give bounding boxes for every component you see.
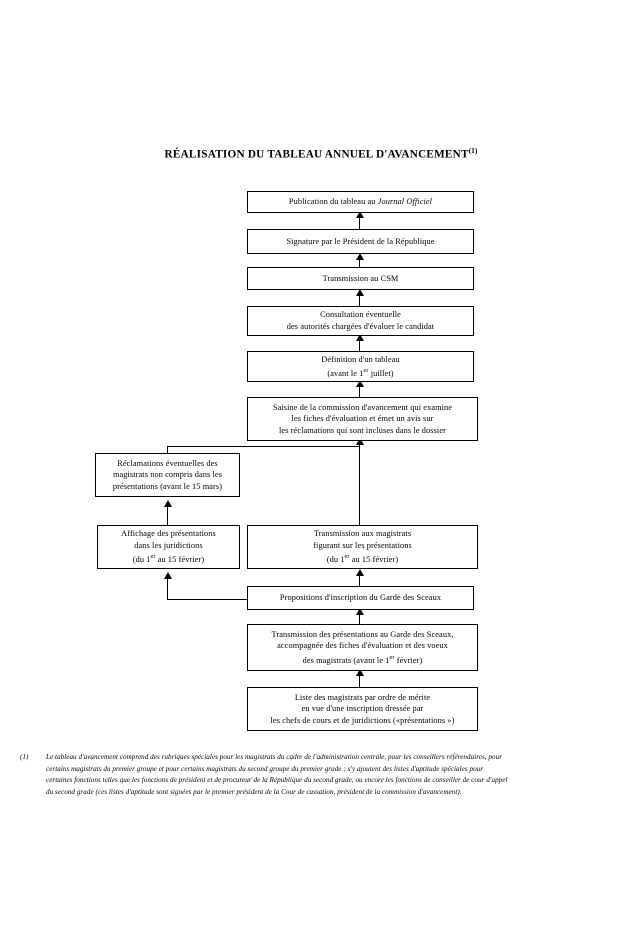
node-transmission-csm-line-1: Transmission au CSM	[322, 273, 399, 283]
node-liste-magistrats[interactable]: Liste des magistrats par ordre de mérite…	[247, 687, 478, 731]
node-definition-tableau-line-1: Définition d'un tableau	[321, 354, 400, 364]
connector-reclamations-riser	[167, 446, 168, 454]
node-transmission-csm[interactable]: Transmission au CSM	[247, 267, 474, 290]
journal-officiel-emphasis: Journal Officiel	[377, 197, 433, 207]
node-transmission-magistrats-line-1: Transmission aux magistrats	[313, 529, 412, 539]
node-reclamations-line-2: magistrats non compris dans les	[112, 470, 223, 480]
connector-transmission-presentations-to-propositions	[359, 610, 360, 624]
node-transmission-magistrats-line-3: (du 1er au 15 février)	[326, 553, 399, 565]
arrowhead-saisine	[356, 438, 364, 445]
node-transmission-presentations[interactable]: Transmission des présentations au Garde …	[247, 624, 478, 671]
arrowhead-definition	[356, 380, 364, 387]
node-transmission-presentations-line-2: accompagnée des fiches d'évaluation et d…	[277, 641, 448, 651]
footnote-line-2: certains magistrats du premier groupe et…	[46, 764, 484, 773]
node-definition-tableau-line-2: (avant le 1er juillet)	[327, 367, 394, 378]
page-title-footnote-marker: (1)	[468, 146, 478, 155]
connector-definition-to-consultation	[359, 336, 360, 352]
footnote-line-1: Le tableau d'avancement comprend des rub…	[46, 753, 503, 761]
arrowhead-csm	[356, 289, 364, 296]
connector-transmission-magistrats-to-saisine	[359, 441, 360, 525]
node-transmission-magistrats[interactable]: Transmission aux magistrats figurant sur…	[247, 525, 478, 569]
arrowhead-affichage	[164, 572, 172, 579]
node-transmission-magistrats-line-2: figurant sur les présentations	[313, 540, 412, 550]
node-affichage[interactable]: Affichage des présentations dans les jur…	[97, 525, 240, 569]
connector-signature-to-publication	[359, 212, 360, 230]
connector-liste-to-transmission-presentations	[359, 671, 360, 687]
connector-propositions-to-affichage	[167, 575, 168, 600]
footnote: (1) Le tableau d'avancement comprend des…	[20, 752, 626, 798]
node-saisine-line-1: Saisine de la commission d'avancement qu…	[272, 402, 453, 412]
node-affichage-line-1: Affichage des présentations	[121, 529, 216, 539]
node-saisine-line-3: les réclamations qui sont incluses dans …	[279, 425, 446, 435]
node-publication[interactable]: Publication du tableau au Journal Offici…	[247, 191, 474, 213]
arrowhead-transmission-magistrats	[356, 569, 364, 576]
node-reclamations-line-3: présentations (avant le 15 mars)	[112, 481, 223, 491]
node-reclamations[interactable]: Réclamations éventuelles des magistrats …	[95, 453, 240, 497]
node-affichage-line-3: (du 1er au 15 février)	[132, 553, 205, 565]
node-liste-magistrats-line-1: Liste des magistrats par ordre de mérite	[294, 692, 431, 702]
connector-csm-to-signature	[359, 254, 360, 272]
connector-affichage-to-reclamations	[167, 503, 168, 525]
connector-consultation-to-csm	[359, 290, 360, 308]
node-propositions-line-1: Propositions d'inscription du Garde des …	[279, 593, 442, 603]
node-definition-tableau[interactable]: Définition d'un tableau (avant le 1er ju…	[247, 351, 474, 382]
node-transmission-presentations-line-1: Transmission des présentations au Garde …	[271, 629, 454, 639]
page-title: RÉALISATION DU TABLEAU ANNUEL D'AVANCEME…	[0, 146, 642, 161]
connector-propositions-to-transmission-magistrats	[359, 572, 360, 586]
node-propositions[interactable]: Propositions d'inscription du Garde des …	[247, 586, 474, 610]
node-signature-line-1: Signature par le Président de la Républi…	[286, 236, 435, 246]
page-title-text: RÉALISATION DU TABLEAU ANNUEL D'AVANCEME…	[164, 148, 469, 161]
node-saisine-commission[interactable]: Saisine de la commission d'avancement qu…	[247, 397, 478, 441]
arrowhead-reclamations	[164, 500, 172, 507]
node-transmission-presentations-line-3: des magistrats (avant le 1er février)	[302, 653, 423, 665]
arrowhead-consultation	[356, 334, 364, 341]
node-affichage-line-2: dans les juridictions	[134, 540, 203, 550]
arrowhead-signature	[356, 253, 364, 260]
footnote-line-4: du second grade (ces listes d'aptitude s…	[46, 787, 462, 796]
connector-reclamations-horizontal	[167, 446, 360, 447]
node-consultation[interactable]: Consultation éventuelle des autorités ch…	[247, 306, 474, 336]
node-publication-line-1: Publication du tableau au Journal Offici…	[288, 197, 433, 207]
arrowhead-transmission-presentations	[356, 669, 364, 676]
footnote-line-3: certaines fonctions telles que les fonct…	[46, 776, 508, 785]
footnote-marker: (1)	[20, 753, 29, 761]
connector-propositions-horizontal	[167, 599, 248, 600]
node-liste-magistrats-line-3: les chefs de cours et de juridictions («…	[270, 715, 455, 725]
node-consultation-line-2: des autorités chargées d'évaluer le cand…	[286, 322, 435, 331]
arrowhead-propositions	[356, 608, 364, 615]
node-liste-magistrats-line-2: en vue d'une inscription dressée par	[301, 704, 424, 714]
arrowhead-publication	[356, 211, 364, 218]
footnote-body: Le tableau d'avancement comprend des rub…	[46, 752, 626, 798]
node-consultation-line-1: Consultation éventuelle	[320, 310, 401, 320]
connector-saisine-to-definition	[359, 382, 360, 398]
node-reclamations-line-1: Réclamations éventuelles des	[117, 458, 218, 468]
node-signature[interactable]: Signature par le Président de la Républi…	[247, 229, 474, 254]
node-saisine-line-2: les fiches d'évaluation et émet un avis …	[291, 414, 434, 424]
